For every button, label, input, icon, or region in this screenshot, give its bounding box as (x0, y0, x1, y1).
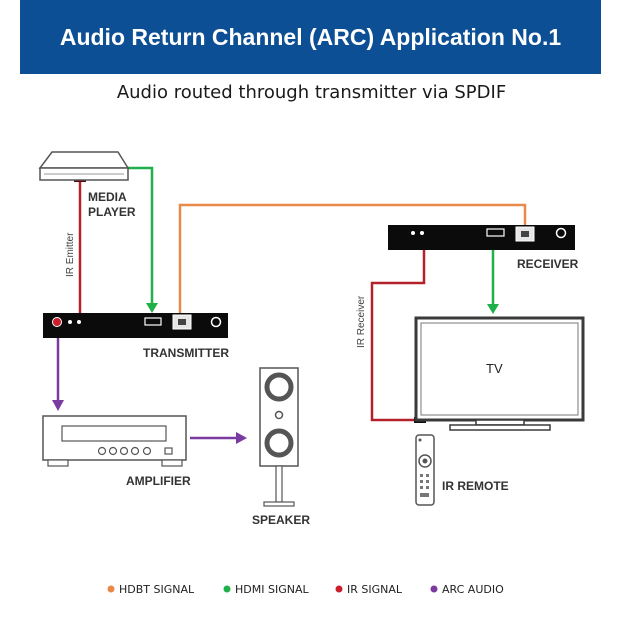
ir-receiver-cable (370, 250, 426, 422)
page-title: Audio Return Channel (ARC) Application N… (59, 23, 562, 50)
speaker-label: SPEAKER (252, 513, 310, 527)
legend-dot-icon (107, 585, 115, 593)
media-player-label-line1: MEDIA (88, 190, 127, 204)
transmitter-label: TRANSMITTER (143, 346, 229, 360)
power-port-icon (210, 316, 222, 328)
transmitter (43, 313, 228, 338)
arc-arrow-speaker (236, 432, 247, 444)
hdmi-port-icon (144, 317, 162, 326)
receiver (388, 225, 575, 250)
tv-label: TV (486, 361, 503, 376)
ir-emitter-label: IR Emitter (65, 232, 76, 277)
led-icon (77, 320, 81, 324)
hdmi-arrow-tx (146, 303, 158, 313)
receiver-label: RECEIVER (517, 257, 579, 271)
led-icon (411, 231, 415, 235)
media-player-label-line2: PLAYER (88, 205, 136, 219)
media-player (38, 151, 130, 181)
legend-dot-icon (430, 585, 438, 593)
hdmi-port-icon (486, 228, 505, 237)
hdmi-cable-media-to-tx (128, 166, 154, 303)
legend-item-hdbt: HDBT SIGNAL (107, 583, 195, 596)
legend: HDBT SIGNAL HDMI SIGNAL IR SIGNAL ARC AU… (107, 583, 504, 596)
legend-item-ir: IR SIGNAL (335, 583, 403, 596)
ir-port-icon (52, 317, 62, 327)
speaker-icon (259, 367, 299, 507)
led-icon (68, 320, 72, 324)
hdbt-cable (178, 203, 527, 315)
legend-item-arc: ARC AUDIO (430, 583, 504, 596)
legend-dot-icon (223, 585, 231, 593)
hdmi-arrow-tv (487, 304, 499, 314)
page-header: Audio Return Channel (ARC) Application N… (20, 0, 601, 74)
legend-label-arc: ARC AUDIO (442, 583, 504, 596)
ir-receiver-label: IR Receiver (356, 295, 367, 348)
page-subtitle: Audio routed through transmitter via SPD… (116, 82, 507, 103)
legend-item-hdmi: HDMI SIGNAL (223, 583, 309, 596)
legend-label-hdbt: HDBT SIGNAL (119, 583, 195, 596)
amplifier-icon (42, 415, 187, 467)
ir-remote-label: IR REMOTE (442, 479, 509, 493)
tv (414, 316, 585, 431)
arc-arrow-amp (52, 400, 64, 411)
legend-dot-icon (335, 585, 343, 593)
legend-label-ir: IR SIGNAL (347, 583, 403, 596)
power-port-icon (555, 227, 567, 239)
legend-label-hdmi: HDMI SIGNAL (235, 583, 309, 596)
amplifier-label: AMPLIFIER (126, 474, 191, 488)
led-icon (420, 231, 424, 235)
ir-remote-icon (415, 434, 435, 506)
